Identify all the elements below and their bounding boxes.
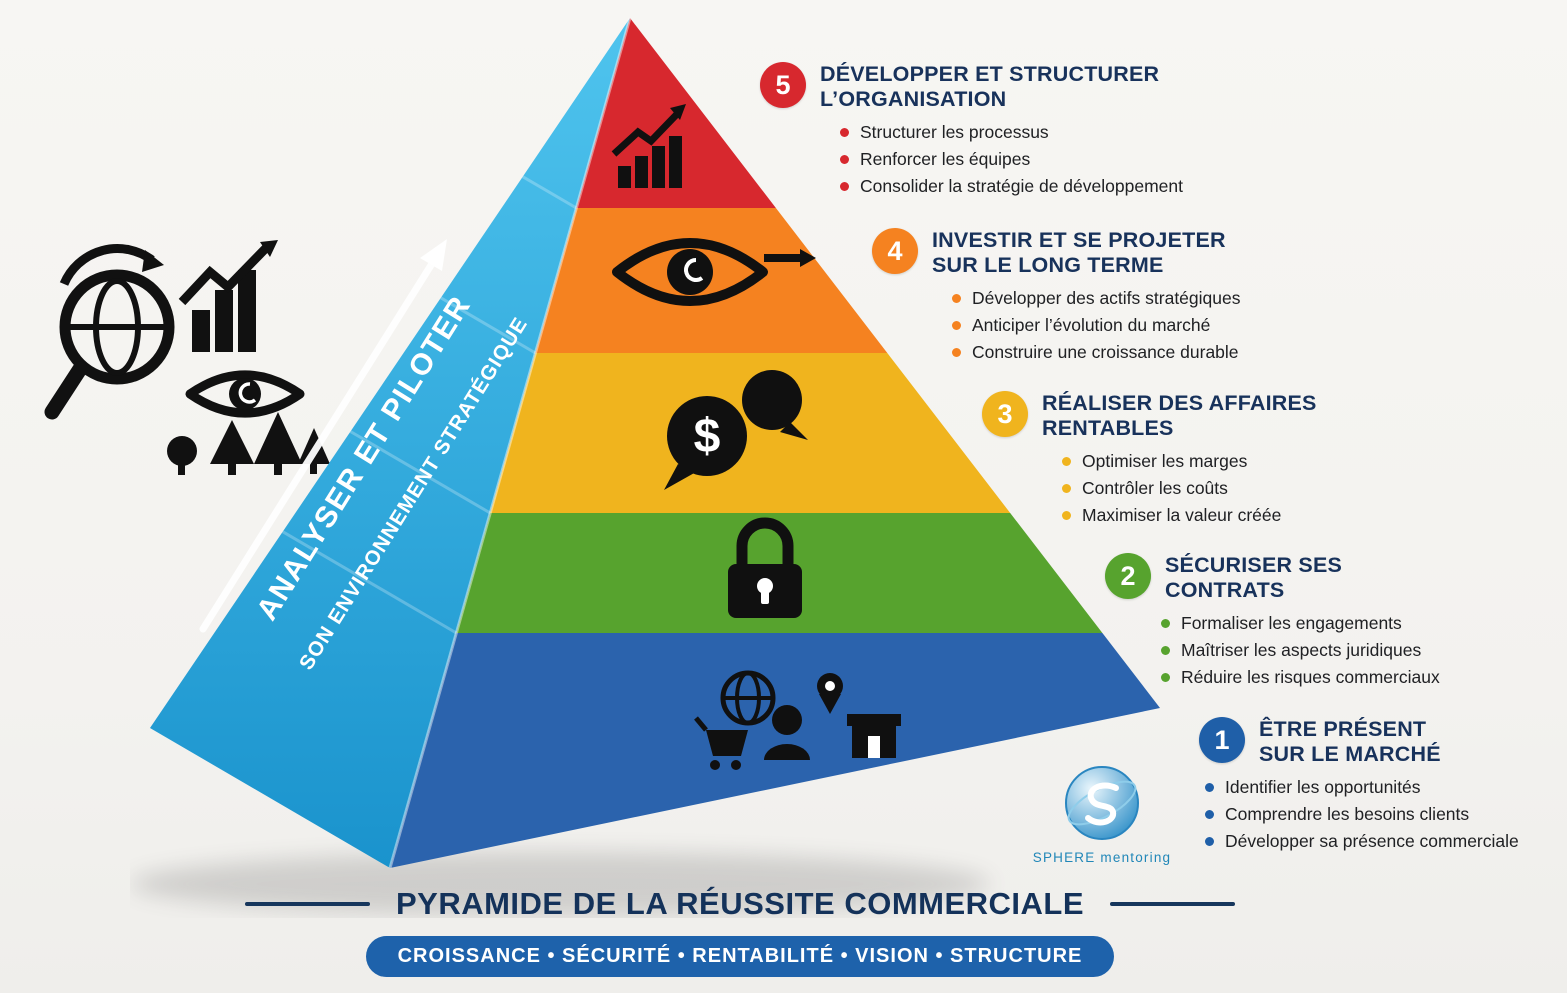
- eye-vision-icon: [612, 238, 816, 306]
- bullet-dot: [840, 154, 849, 164]
- bullet-item: Maximiser la valeur créée: [1062, 505, 1342, 526]
- sphere-logo-icon: [1065, 766, 1139, 840]
- level-5-bullets: Structurer les processus Renforcer les é…: [840, 122, 1183, 197]
- growth-chart-icon: [611, 104, 686, 188]
- pyramid-left-face: [150, 18, 630, 868]
- footer-title-row: PYRAMIDE DE LA RÉUSSITE COMMERCIALE: [180, 886, 1300, 922]
- level-1-text: ÊTRE PRÉSENT SUR LE MARCHÉ Identifier le…: [1205, 715, 1519, 858]
- bullet-item: Maîtriser les aspects juridiques: [1161, 640, 1440, 661]
- level-3-annotation: 3 RÉALISER DES AFFAIRES RENTABLES Optimi…: [982, 389, 1342, 532]
- level-4-title: INVESTIR ET SE PROJETER SUR LE LONG TERM…: [932, 228, 1226, 277]
- level-4-badge: 4: [872, 228, 918, 274]
- level-3-badge: 3: [982, 391, 1028, 437]
- pyramid-shadow: [130, 852, 990, 916]
- level-2-title: SÉCURISER SES CONTRATS: [1165, 553, 1343, 602]
- bullet-dot: [1161, 645, 1170, 655]
- ascend-arrow: [199, 258, 437, 633]
- title-rule-right: [1110, 902, 1236, 906]
- level-2-bullets: Formaliser les engagements Maîtriser les…: [1161, 613, 1440, 688]
- level-4-bullets: Développer des actifs stratégiques Antic…: [952, 288, 1242, 363]
- level-2-badge: 2: [1105, 553, 1151, 599]
- bullet-dot: [952, 347, 961, 357]
- level-3-title: RÉALISER DES AFFAIRES RENTABLES: [1042, 391, 1317, 440]
- bullet-dot: [1205, 809, 1214, 819]
- svg-text:$: $: [694, 410, 721, 463]
- footer-badge-row: CROISSANCE • SÉCURITÉ • RENTABILITÉ • VI…: [180, 936, 1300, 977]
- bullet-dot: [840, 181, 849, 191]
- bullet-item: Réduire les risques commerciaux: [1161, 667, 1440, 688]
- pyramid: ANALYSER ET PILOTER SON ENVIRONNEMENT ST…: [130, 17, 1160, 916]
- level-5-annotation: 5 DÉVELOPPER ET STRUCTURER L’ORGANISATIO…: [760, 60, 1183, 203]
- page-title: PYRAMIDE DE LA RÉUSSITE COMMERCIALE: [395, 886, 1085, 921]
- bullet-dot: [1062, 510, 1071, 520]
- bullet-dot: [1205, 782, 1214, 792]
- level-1-badge: 1: [1199, 717, 1245, 763]
- ascend-arrow-head: [420, 239, 447, 271]
- level-3-text: RÉALISER DES AFFAIRES RENTABLES Optimise…: [1042, 389, 1342, 532]
- bullet-dot: [1205, 836, 1214, 846]
- keywords-badge: CROISSANCE • SÉCURITÉ • RENTABILITÉ • VI…: [365, 936, 1115, 977]
- bullet-item: Optimiser les marges: [1062, 451, 1342, 472]
- bullet-dot: [840, 127, 849, 137]
- magnifier-globe-icon: [44, 244, 175, 420]
- bullet-dot: [952, 293, 961, 303]
- level-2-text: SÉCURISER SES CONTRATS Formaliser les en…: [1161, 551, 1440, 694]
- bullet-item: Comprendre les besoins clients: [1205, 804, 1519, 825]
- level-3-bullets: Optimiser les marges Contrôler les coûts…: [1062, 451, 1342, 526]
- bullet-dot: [1161, 672, 1170, 682]
- growth-bars-icon: [178, 240, 278, 352]
- bullet-item: Structurer les processus: [840, 122, 1183, 143]
- bullet-item: Anticiper l’évolution du marché: [952, 315, 1242, 336]
- eye-icon: [185, 370, 305, 418]
- logo: SPHERE mentoring: [1022, 760, 1182, 865]
- level-5-text: DÉVELOPPER ET STRUCTURER L’ORGANISATION …: [820, 60, 1183, 203]
- bullet-item: Renforcer les équipes: [840, 149, 1183, 170]
- bullet-item: Identifier les opportunités: [1205, 777, 1519, 798]
- level-4-text: INVESTIR ET SE PROJETER SUR LE LONG TERM…: [932, 226, 1242, 369]
- dollar-chat-icon: $: [664, 370, 808, 490]
- padlock-icon: [728, 517, 802, 618]
- title-rule-left: [244, 902, 370, 906]
- level-1-title: ÊTRE PRÉSENT SUR LE MARCHÉ: [1259, 717, 1441, 766]
- bullet-dot: [1161, 618, 1170, 628]
- analysis-icons: [44, 240, 330, 475]
- level-4-annotation: 4 INVESTIR ET SE PROJETER SUR LE LONG TE…: [872, 226, 1242, 369]
- bullet-dot: [952, 320, 961, 330]
- level-1-bullets: Identifier les opportunités Comprendre l…: [1205, 777, 1519, 852]
- bullet-dot: [1062, 456, 1071, 466]
- level-1-annotation: 1 ÊTRE PRÉSENT SUR LE MARCHÉ Identifier …: [1199, 715, 1519, 858]
- level-2-annotation: 2 SÉCURISER SES CONTRATS Formaliser les …: [1105, 551, 1440, 694]
- bullet-dot: [1062, 483, 1071, 493]
- bullet-item: Développer sa présence commerciale: [1205, 831, 1519, 852]
- level-5-badge: 5: [760, 62, 806, 108]
- logo-caption: SPHERE mentoring: [1032, 850, 1172, 865]
- bullet-item: Consolider la stratégie de développement: [840, 176, 1183, 197]
- trees-icon: [167, 412, 330, 475]
- bullet-item: Développer des actifs stratégiques: [952, 288, 1242, 309]
- bullet-item: Formaliser les engagements: [1161, 613, 1440, 634]
- bullet-item: Construire une croissance durable: [952, 342, 1242, 363]
- level-5-title: DÉVELOPPER ET STRUCTURER L’ORGANISATION: [820, 62, 1160, 111]
- marketplace-icon: [694, 670, 901, 770]
- pyramid-edge-highlight: [388, 17, 632, 869]
- bullet-item: Contrôler les coûts: [1062, 478, 1342, 499]
- level-3-band: [490, 353, 1011, 513]
